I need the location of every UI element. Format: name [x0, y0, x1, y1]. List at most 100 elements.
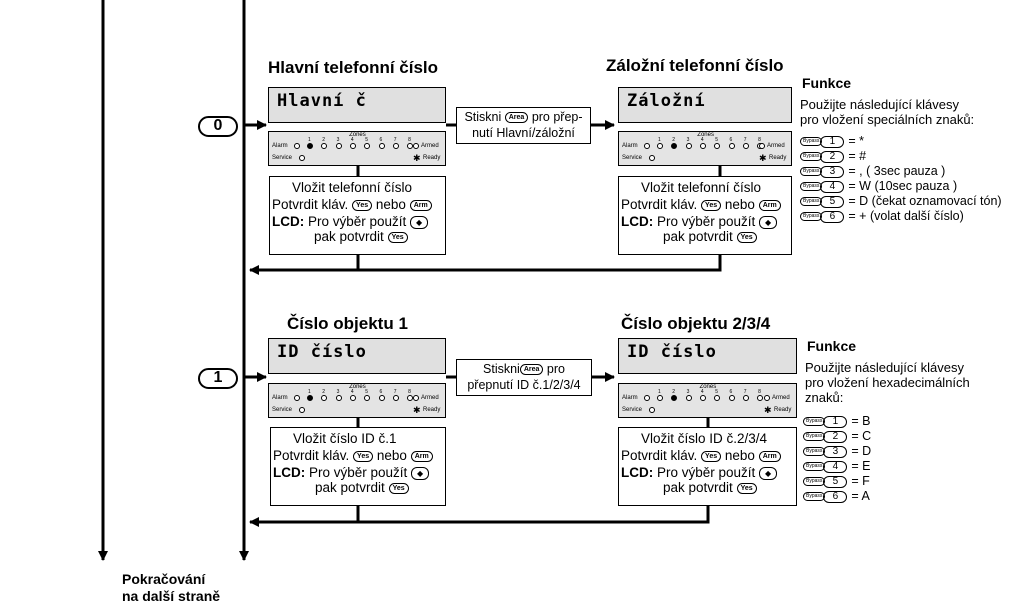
zone-led: [364, 143, 371, 149]
zone-number: 8: [758, 389, 761, 395]
desc-line: Použijte následující klávesy: [800, 97, 959, 112]
zone-number: 6: [379, 389, 383, 395]
yes-key-icon: Yes: [736, 231, 757, 243]
function-text: = B: [851, 414, 871, 428]
switch-text-a: Stiskni: [464, 110, 502, 124]
info-line: Vložit telefonní číslo: [641, 180, 762, 195]
zone-led: [657, 143, 663, 149]
bypass-key-icon: Bypass: [800, 137, 823, 147]
zone-number: 6: [729, 137, 733, 143]
section-1-functions-title: Funkce: [807, 338, 857, 354]
zone-number: 2: [322, 137, 326, 143]
zone-number: 1: [308, 389, 311, 395]
switch-text-c: přepnutí ID č.1/2/3/4: [467, 378, 581, 392]
number-key-icon: 2: [820, 150, 845, 163]
alarm-led: [294, 143, 300, 149]
alarm-label: Alarm: [272, 143, 288, 149]
desc-line: pro vložení hexadecimálních: [805, 375, 970, 390]
zone-led: [321, 395, 328, 401]
bypass-key-icon: Bypass: [803, 477, 826, 487]
scroll-key-icon: ◆: [411, 466, 430, 480]
zone-led: [671, 143, 678, 149]
lcd-text: Pro výběr použít: [309, 465, 408, 480]
arm-key-icon: Arm: [410, 450, 433, 462]
option-1-oval: 1: [198, 368, 238, 389]
zone-number: 7: [743, 137, 747, 143]
service-led: [299, 407, 305, 413]
bypass-key-icon: Bypass: [800, 182, 823, 192]
number-key-icon: 5: [820, 195, 845, 208]
zone-number: 6: [379, 137, 383, 143]
bypass-key-icon: Bypass: [803, 417, 826, 427]
zone-number: 3: [336, 389, 340, 395]
armed-label: Armed: [772, 395, 790, 401]
bypass-key-icon: Bypass: [800, 167, 823, 177]
function-text: = C: [851, 429, 872, 443]
continuation-line-2: na další straně: [122, 588, 221, 604]
zone-number: 4: [700, 137, 704, 143]
lcd-text-2: pak potvrdit: [314, 229, 384, 244]
section-1-left-info: Vložit číslo ID č.1 Potvrdit kláv. Yes n…: [270, 427, 446, 506]
ready-star-icon: ✱: [413, 405, 421, 415]
lcd-text-2: pak potvrdit: [663, 229, 733, 244]
desc-line: Použijte následující klávesy: [805, 360, 964, 375]
zone-led: [657, 395, 663, 401]
zone-led: [699, 395, 706, 401]
bypass-key-icon: Bypass: [803, 492, 826, 502]
zone-number: 4: [350, 137, 354, 143]
number-key-icon: 2: [823, 430, 848, 443]
service-label: Service: [272, 407, 293, 413]
number-key-icon: 4: [823, 460, 848, 473]
yes-key-icon: Yes: [701, 450, 722, 462]
number-key-icon: 5: [823, 475, 848, 488]
section-1-left-lcd: ID číslo: [268, 338, 446, 374]
continuation-line-1: Pokračování: [122, 571, 206, 587]
number-key-icon: 1: [823, 415, 848, 428]
zone-led: [349, 395, 356, 401]
zone-number: 1: [658, 389, 661, 395]
lcd-text: Pro výběr použít: [308, 214, 407, 229]
zone-number: 7: [393, 389, 397, 395]
zone-led: [699, 143, 706, 149]
or-label: nebo: [724, 448, 755, 463]
function-text: = F: [851, 474, 870, 488]
function-text: = E: [851, 459, 871, 473]
yes-key-icon: Yes: [701, 199, 722, 211]
zone-led: [378, 143, 385, 149]
lcd-label: LCD:: [273, 465, 306, 480]
function-text: = #: [848, 149, 867, 163]
section-1-functions-desc: Použijte následující klávesy pro vložení…: [805, 360, 970, 405]
number-key-icon: 6: [820, 210, 845, 223]
zone-led: [407, 143, 414, 149]
ready-star-icon: ✱: [759, 153, 767, 163]
armed-label: Armed: [767, 143, 785, 149]
info-line: Vložit telefonní číslo: [292, 180, 413, 195]
info-line: Vložit číslo ID č.2/3/4: [641, 431, 768, 446]
function-text: = + (volat další číslo): [848, 209, 964, 223]
ready-label: Ready: [423, 407, 441, 413]
bypass-key-icon: Bypass: [803, 462, 826, 472]
yes-key-icon: Yes: [736, 482, 757, 494]
section-0-functions-desc: Použijte následující klávesy pro vložení…: [800, 97, 974, 127]
zone-led: [378, 395, 385, 401]
zone-led: [757, 395, 764, 401]
arm-key-icon: Arm: [409, 199, 432, 211]
desc-line: pro vložení speciálních znaků:: [800, 112, 975, 127]
area-key-icon: Area: [504, 112, 529, 124]
zone-number: 4: [350, 389, 354, 395]
number-key-icon: 3: [820, 165, 845, 178]
switch-text-a: Stiskni: [483, 362, 520, 376]
zone-led: [742, 395, 749, 401]
confirm-label: Potvrdit kláv.: [273, 448, 350, 463]
alarm-label: Alarm: [622, 143, 638, 149]
alarm-label: Alarm: [272, 395, 288, 401]
zone-number: 4: [700, 389, 704, 395]
service-label: Service: [272, 155, 293, 161]
zone-led: [407, 395, 414, 401]
section-0-switch-box: Stiskni Area pro přep- nutí Hlavní/zálož…: [456, 107, 591, 144]
